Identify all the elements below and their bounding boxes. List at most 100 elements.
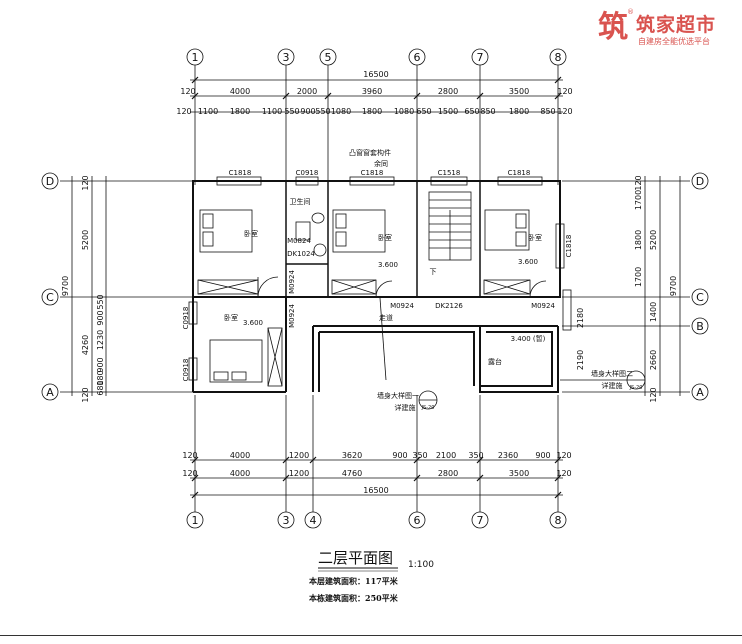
dim-left-c1: 5200 [81, 230, 90, 250]
axis-top-1: 1 [192, 51, 199, 64]
dim-top-r2: 1800 [230, 107, 250, 116]
axis-top-6: 6 [414, 51, 421, 64]
room-passage: 走道 [379, 313, 393, 322]
axis-top-5: 5 [325, 51, 332, 64]
dim-top-r1: 120 [557, 87, 572, 96]
axis-bottom-3: 3 [283, 514, 290, 527]
dim-bot-r1: 2100 [436, 451, 456, 460]
callout-detail2: 墙身大样图二 [591, 369, 633, 378]
dim-top-r1: 2000 [297, 87, 317, 96]
dim-top-r2: 120 [557, 107, 572, 116]
dim-left-total: 9700 [61, 276, 70, 296]
dim-top-total: 16500 [363, 70, 388, 79]
code-m0924: M0924 [390, 302, 414, 310]
dim-top-r2: 850 [540, 107, 555, 116]
code-m0824: M0824 [287, 237, 311, 245]
bottom-rule [0, 635, 742, 636]
registered-mark: ® [627, 8, 634, 16]
level-bedroom-3: 3.600 [518, 258, 538, 266]
dim-top-r2: 650 [464, 107, 479, 116]
axis-bottom-4: 4 [310, 514, 317, 527]
code-m0924: M0924 [531, 302, 555, 310]
room-bedroom-1: 卧室 [244, 229, 258, 238]
dim-bot-r1: 1200 [289, 451, 309, 460]
dim-bot-r1: 350 [468, 451, 483, 460]
axis-top-3: 3 [283, 51, 290, 64]
code-c1818: C1818 [361, 169, 384, 177]
dim-right-c1: 2660 [649, 350, 658, 370]
dim-right-c1: 1700 [634, 190, 643, 210]
brand-slogan: 自建房全能优选平台 [638, 37, 710, 46]
watermark-logo: 筑 ® 筑家超市 自建房全能优选平台 [594, 8, 736, 52]
dim-top-r2: 550 [315, 107, 330, 116]
room-terrace: 露台 [488, 357, 502, 366]
dim-top-r2: 1500 [438, 107, 458, 116]
code-c1818: C1818 [229, 169, 252, 177]
dim-top-r2: 1080 [394, 107, 414, 116]
level-bedroom-2: 3.600 [378, 261, 398, 269]
dim-top-r1: 120 [180, 87, 195, 96]
dim-top-r1: 3960 [362, 87, 382, 96]
axis-left-a: A [46, 386, 54, 399]
axis-bottom-1: 1 [192, 514, 199, 527]
bay-note-2: 余同 [374, 159, 388, 168]
building-area: 本栋建筑面积：250平米 [308, 593, 399, 603]
dim-top-r2: 120 [176, 107, 191, 116]
dim-bot-total: 16500 [363, 486, 388, 495]
dim-right-c1: 120 [649, 387, 658, 402]
dim-right-c1: 2190 [576, 350, 585, 370]
axis-left-d: D [46, 175, 54, 188]
dim-bot-r1: 4000 [230, 451, 250, 460]
room-bedroom-4: 卧室 [224, 313, 238, 322]
dim-top-r2: 1100 [262, 107, 282, 116]
drawing-scale: 1:100 [408, 560, 434, 570]
dim-bot-r1: 120 [182, 451, 197, 460]
code-c1518: C1518 [438, 169, 461, 177]
dim-top-r1: 3500 [509, 87, 529, 96]
code-m0924: M0924 [288, 270, 296, 294]
dim-left-c2: 900 [96, 310, 105, 325]
dim-top-r2: 550 [284, 107, 299, 116]
axis-bottom-8: 8 [555, 514, 562, 527]
dim-bot-r2: 120 [182, 469, 197, 478]
floor-area: 本层建筑面积：117平米 [308, 576, 399, 586]
dim-right-c1: 1800 [634, 230, 643, 250]
dim-top-r2: 650 [416, 107, 431, 116]
axis-right-d: D [696, 175, 704, 188]
dim-top-r2: 1800 [509, 107, 529, 116]
dim-bot-r2: 4000 [230, 469, 250, 478]
callout-detail1: 墙身大样图一 [377, 391, 419, 400]
axis-top-7: 7 [477, 51, 484, 64]
brand-logo-icon: 筑 [598, 10, 628, 45]
dim-right-c1: 120 [634, 175, 643, 190]
axis-right-a: A [696, 386, 704, 399]
code-dk2126: DK2126 [435, 302, 463, 310]
room-bedroom-3: 卧室 [528, 233, 542, 242]
dim-bot-r2: 2800 [438, 469, 458, 478]
dim-bot-r2: 3500 [509, 469, 529, 478]
code-c1818: C1818 [565, 235, 573, 258]
dim-bot-r1: 2360 [498, 451, 518, 460]
dim-top-r1: 4000 [230, 87, 250, 96]
dim-right-c1: 1400 [649, 302, 658, 322]
dim-left-c2: 900 [96, 357, 105, 372]
dim-right-c1: 1700 [634, 267, 643, 287]
code-m0924: M0924 [288, 304, 296, 328]
dim-top-r2: 1800 [362, 107, 382, 116]
level-terrace: 3.400 (暂) [511, 334, 546, 343]
dim-bot-r2: 120 [556, 469, 571, 478]
callout-detail1-ref: 详建施 [395, 403, 416, 412]
dim-top-r2: 1080 [331, 107, 351, 116]
code-dk1024: DK1024 [287, 250, 315, 258]
dim-right-c1: 2180 [576, 308, 585, 328]
dim-left-c2: 680 [96, 380, 105, 395]
axis-bottom-7: 7 [477, 514, 484, 527]
dim-top-r2: 1100 [198, 107, 218, 116]
dim-bot-r1: 900 [535, 451, 550, 460]
dim-bot-r2: 1200 [289, 469, 309, 478]
dim-left-c2: 1230 [96, 330, 105, 350]
room-bedroom-2: 卧室 [378, 233, 392, 242]
dim-left-c1: 120 [81, 175, 90, 190]
dim-bot-r1: 120 [556, 451, 571, 460]
